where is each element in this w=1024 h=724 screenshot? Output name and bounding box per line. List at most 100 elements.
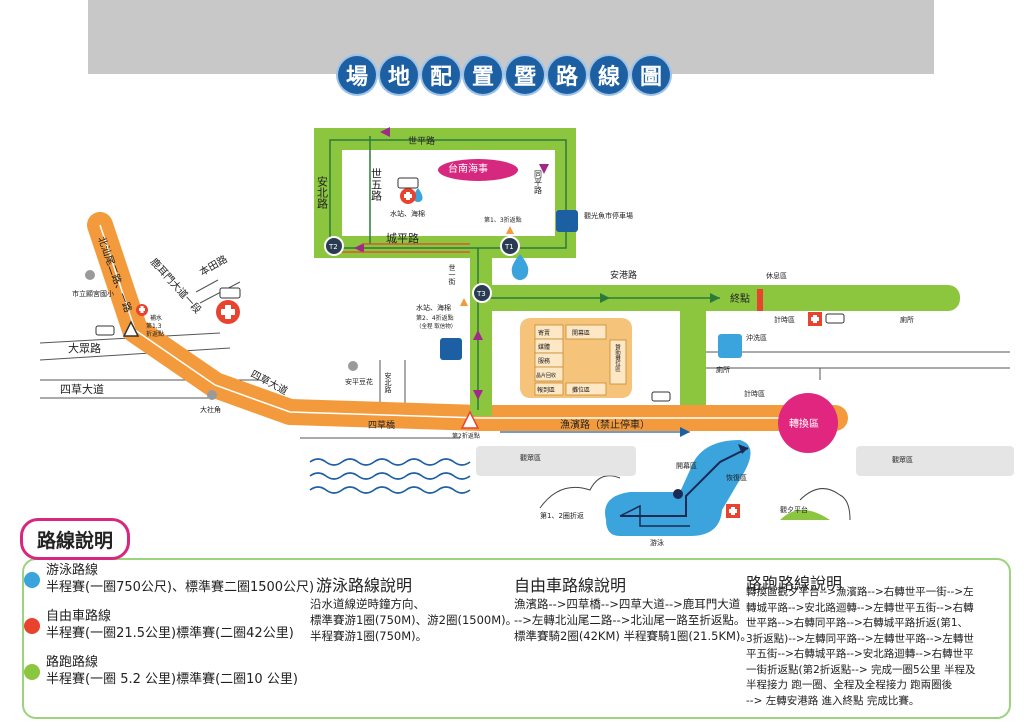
booth-5: 報到區 [537, 387, 555, 394]
place-finish: 終點 [730, 292, 750, 305]
legend-run-name: 路跑路線 [46, 655, 99, 670]
legend-bike: 自由車路線 半程賽(一圈21.5公里)標準賽(二圈42公里) [24, 608, 294, 642]
run-body-line: 一街折返點(第2折返點--> 完成一圈5公里 半程及 [746, 663, 976, 676]
legend-swim-desc: 半程賽(一圈750公尺)、標準賽二圈1500公尺) [46, 580, 315, 595]
legend-swim-name: 游泳路線 [46, 563, 99, 578]
bike-body-line: 漁濱路-->四草橋-->四草大道-->鹿耳門大道 [514, 597, 741, 611]
run-body-line: --> 左轉安港路 進入終點 完成比賽。 [746, 694, 920, 707]
swim-area [605, 440, 751, 536]
point-water-towel: 水站、海棉 [390, 209, 425, 218]
bike-arrow [680, 427, 690, 437]
title-char: 暨 [506, 56, 544, 94]
run-body-line: 3折返點)-->左轉同平路-->左轉世平路-->左轉世 [746, 632, 974, 645]
road-bentian: 本田路 [197, 252, 229, 278]
swim-body-line: 沿水道線逆時鐘方向、 [310, 597, 425, 611]
bike-body-line: -->左轉北汕尾二路-->北汕尾一路至折返點。 [514, 613, 746, 627]
booth-cells [534, 324, 627, 396]
bike-body-line: 標準賽騎2圈(42KM) 半程賽騎1圈(21.5KM)。 [514, 629, 752, 643]
finish-marker [757, 289, 763, 311]
place-anping-douhua: 安平豆花 [345, 377, 373, 386]
title-char: 配 [422, 56, 460, 94]
legend-bike-desc: 半程賽(一圈21.5公里)標準賽(二圈42公里) [46, 626, 294, 641]
place-dots [85, 270, 358, 400]
road-angang: 安港路 [610, 269, 637, 281]
road-dazhong: 大眾路 [68, 341, 101, 355]
run-body-line: 轉城平路-->安北路迴轉-->左轉世平五街-->右轉 [746, 601, 974, 614]
run-body-line: 世平路-->右轉同平路-->右轉城平路折返(第1、 [746, 617, 969, 629]
title-char: 圖 [632, 56, 670, 94]
road-yubin: 漁濱路（禁止停車） [560, 418, 650, 431]
point-water-towel2: 水站、海棉 [416, 303, 451, 312]
place-parking-lot: 觀光魚市停車場 [584, 211, 633, 220]
water-drop-icon [413, 188, 529, 280]
swim-buoy [673, 489, 683, 499]
run-dot-icon [24, 664, 40, 680]
run-arrows [600, 293, 720, 303]
marker-t1: T1 [504, 243, 514, 251]
booth-6: 開幕區 [572, 329, 590, 337]
booth-2: 媒體 [538, 343, 550, 351]
road-sicao: 四草大道 [60, 382, 104, 396]
toilet-icon [718, 334, 742, 358]
place-open-area: 開幕區 [676, 461, 697, 470]
run-arrows-purple [354, 127, 549, 400]
road-anbei: 安北路 [316, 175, 329, 210]
parking-icon [440, 210, 578, 360]
place-toilet-top: 廁所 [900, 315, 914, 324]
legend-bike-name: 自由車路線 [46, 609, 112, 624]
ambulance-icon [95, 177, 845, 402]
legend-badge: 路線說明 [20, 518, 130, 560]
point-turn13: 第1、3折返點 [484, 216, 522, 224]
background-roads [39, 279, 1010, 439]
place-tainan-maritime: 台南海事 [448, 162, 488, 175]
point-turn24-note: （全程 取信物） [416, 322, 456, 330]
point-turn12-swim: 第1、2圈折返 [540, 511, 584, 520]
place-shower: 沖洗區 [746, 333, 767, 342]
first-aid-icon [136, 188, 822, 518]
title-char: 線 [590, 56, 628, 94]
water-waves [309, 458, 471, 494]
road-shiyi: 世一街 [448, 263, 456, 286]
place-dashejiao: 大社角 [200, 405, 221, 414]
turnaround-icon [122, 226, 514, 429]
road-shiping: 世平路 [408, 135, 435, 147]
marker-t3: T3 [476, 290, 486, 298]
title-char: 路 [548, 56, 586, 94]
swim-body-line: 標準賽游1圈(750M)、游2圈(1500M)。 [310, 613, 518, 627]
point-turn24: 第2、4折返點 [416, 314, 454, 322]
place-timing-top: 計時區 [774, 315, 795, 324]
place-school: 市立顯宮國小 [72, 289, 114, 298]
booth-1: 寄賣 [538, 329, 550, 337]
title-char: 置 [464, 56, 502, 94]
booth-8: 贊助攤位區 [614, 343, 621, 372]
run-section-body: 轉換區觀夕平台-->漁濱路-->右轉世平一街-->左 轉城平路-->安北路迴轉-… [746, 585, 976, 709]
place-rest-area: 休息區 [766, 271, 787, 280]
run-body-line: 半程接力 跑一圈、全程及全程接力 跑兩圈後 [746, 679, 953, 691]
marker-t2: T2 [328, 243, 338, 251]
hill-right [799, 488, 851, 521]
swim-lane [620, 447, 749, 517]
place-timing-mid: 計時區 [744, 389, 765, 398]
legend-swim: 游泳路線 半程賽(一圈750公尺)、標準賽二圈1500公尺) [24, 562, 315, 596]
swim-body-line: 半程賽游1圈(750M)。 [310, 629, 428, 643]
point-supply: 補水 [150, 314, 162, 322]
bike-dot-icon [24, 618, 40, 634]
road-shiwu: 世五路 [370, 168, 383, 202]
legend-panel [22, 558, 1011, 719]
point-turn13b: 第1,3 [146, 322, 162, 330]
place-viewing-right: 觀眾區 [892, 455, 913, 464]
swim-dot-icon [24, 572, 40, 588]
transition-zone [778, 393, 838, 453]
viewing-dots [476, 446, 1014, 476]
page-title: 場 地 配 置 暨 路 線 圖 [338, 56, 670, 96]
place-swim: 游泳 [650, 538, 664, 547]
title-char: 場 [338, 56, 376, 94]
road-sicao-bridge: 四草橋 [368, 419, 395, 431]
place-sunset: 觀夕平台 [780, 505, 808, 514]
legend-run: 路跑路線 半程賽(一圈 5.2 公里)標準賽(二圈10 公里) [24, 654, 298, 688]
road-tongping: 同平路 [534, 170, 543, 194]
road-anbei-small: 安北路 [384, 371, 392, 394]
booth-4: 晶片回收 [536, 372, 556, 379]
run-body-line: 平五街-->右轉城平路-->安北路迴轉-->右轉世平 [746, 648, 974, 660]
